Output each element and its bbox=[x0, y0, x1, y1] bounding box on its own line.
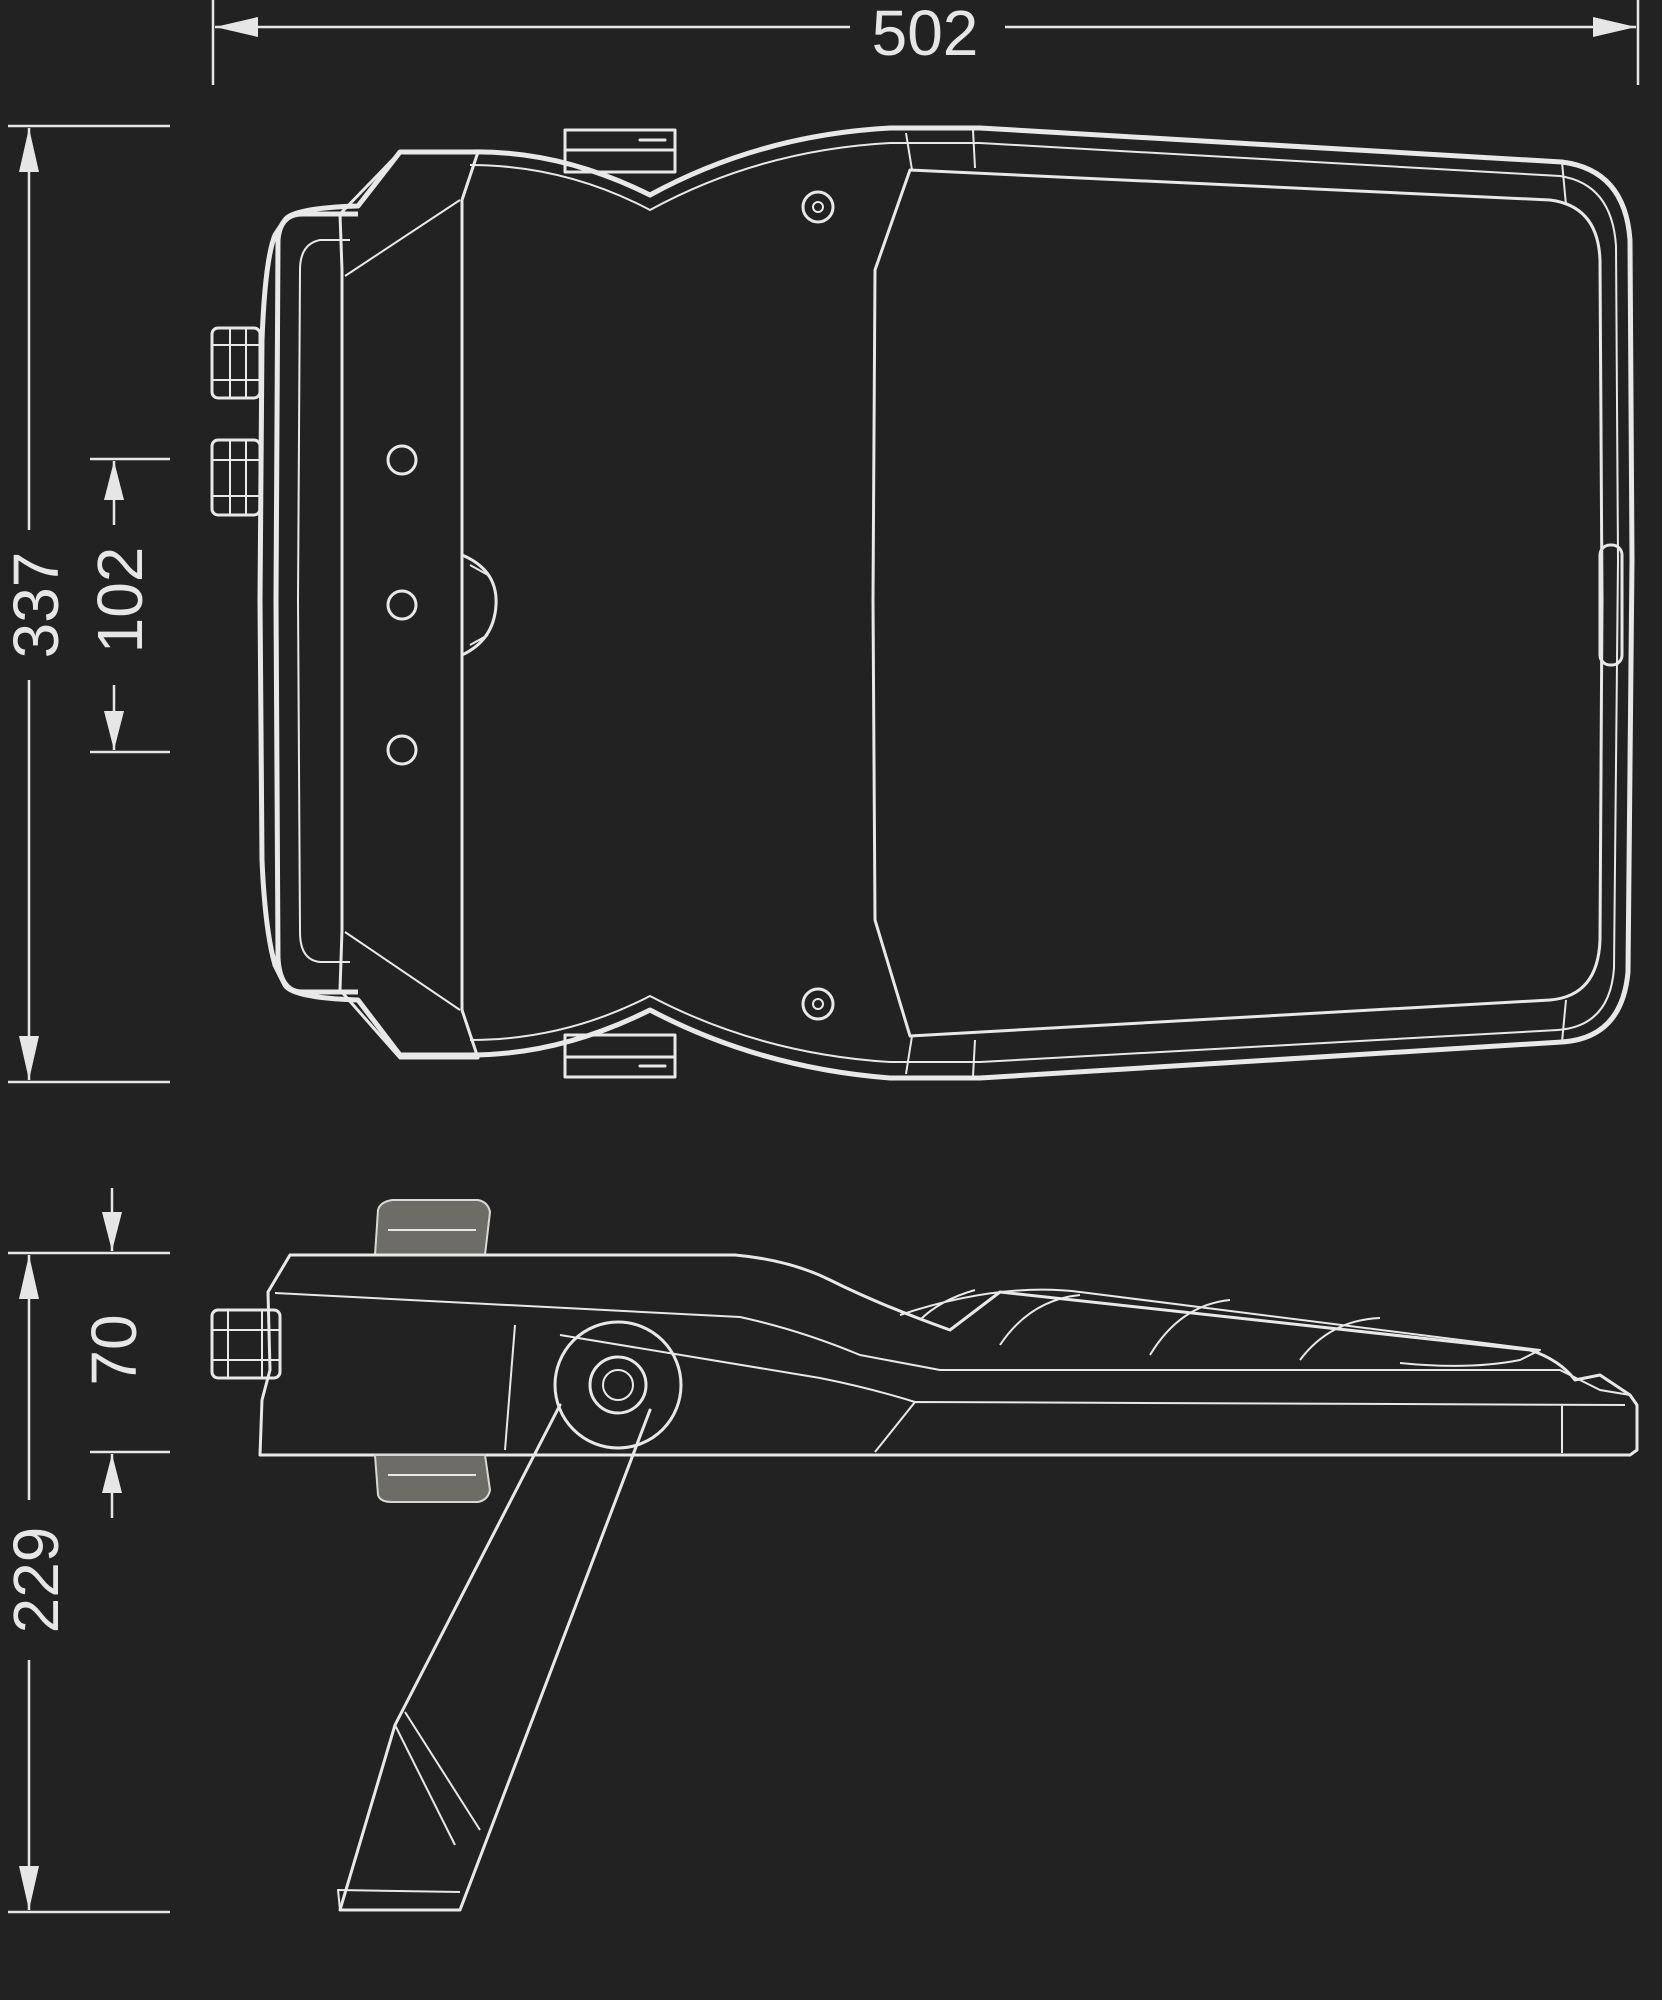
dimension-bracket-spacing: 102 bbox=[84, 457, 170, 754]
dimension-body-height: 70 bbox=[78, 1188, 170, 1518]
mounting-hole-middle bbox=[386, 589, 418, 621]
dimension-depth: 337 bbox=[0, 124, 170, 1084]
top-view bbox=[210, 125, 1635, 1081]
top-view-bracket-top bbox=[563, 128, 677, 174]
dimension-bracket-height: 229 bbox=[0, 1251, 170, 1914]
top-view-lens bbox=[871, 168, 1604, 1038]
cable-gland-lower bbox=[210, 438, 262, 517]
right-latch bbox=[1598, 543, 1624, 667]
top-view-bracket-bottom bbox=[563, 1033, 677, 1079]
top-view-rear-plate bbox=[338, 150, 480, 1060]
top-view-housing-outline bbox=[257, 125, 1635, 1081]
side-view-clip-top bbox=[373, 1199, 492, 1256]
side-view-clip-bottom bbox=[373, 1454, 492, 1503]
pivot-hub-inner bbox=[588, 1355, 648, 1415]
dimension-width-label: 502 bbox=[872, 0, 979, 69]
mounting-hole-bottom bbox=[386, 734, 418, 766]
dimension-bracket-height-label: 229 bbox=[0, 1527, 72, 1634]
cable-gland-upper bbox=[210, 326, 262, 400]
housing-screw-bottom bbox=[801, 987, 835, 1021]
dimension-depth-label: 337 bbox=[0, 552, 72, 659]
dimension-bracket-spacing-label: 102 bbox=[84, 547, 156, 654]
dimension-body-height-label: 70 bbox=[78, 1314, 150, 1385]
side-view-cable-gland bbox=[210, 1308, 282, 1380]
mounting-hole-top bbox=[386, 444, 418, 476]
side-view-lens bbox=[899, 1288, 1541, 1367]
housing-screw-top bbox=[801, 190, 835, 224]
side-view-housing bbox=[258, 1253, 1639, 1457]
pivot-hub-outer bbox=[553, 1320, 683, 1450]
tilt-adjuster bbox=[460, 553, 498, 657]
dimension-width: 502 bbox=[211, 0, 1640, 85]
side-view bbox=[210, 1199, 1639, 1912]
